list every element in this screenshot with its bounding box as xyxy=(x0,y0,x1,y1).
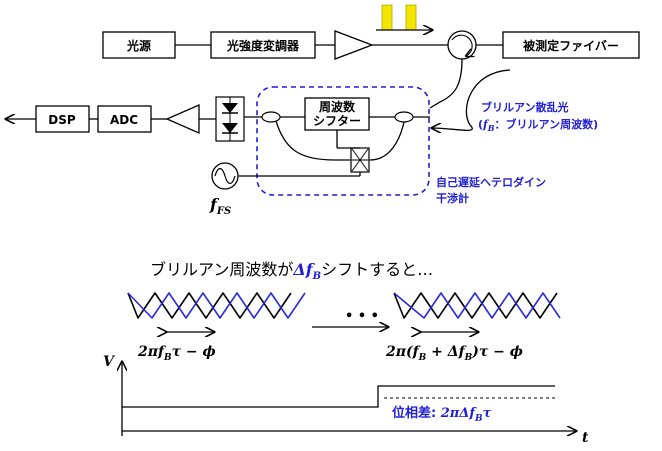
brillouin-arrow xyxy=(432,69,511,130)
waves-right xyxy=(393,292,561,319)
shift-heading: ブリルアン周波数がΔfBシフトすると… xyxy=(150,260,433,282)
svg-text:周波数: 周波数 xyxy=(319,99,356,114)
interferometer-label: 自己遅延ヘテロダイン xyxy=(436,175,546,189)
wave-left-reference xyxy=(127,292,292,319)
phase-left-label: 2πfBτ − ϕ xyxy=(137,344,216,363)
waves-left xyxy=(127,292,306,319)
light-source-label: 光源 xyxy=(126,38,151,53)
backscatter-path xyxy=(429,58,463,109)
fiber-under-test-block: 被測定ファイバー xyxy=(502,31,640,59)
t-axis-label: t xyxy=(582,430,589,446)
photodetector-icon xyxy=(215,96,245,142)
svg-text:ADC: ADC xyxy=(110,113,138,127)
ffs-label: fFS xyxy=(209,195,231,217)
svg-text:シフター: シフター xyxy=(313,114,361,128)
intensity-modulator-label: 光強度変調器 xyxy=(226,38,300,53)
wave-left-shifted xyxy=(127,292,306,319)
coupler-left-icon xyxy=(261,111,281,123)
circulator-icon xyxy=(447,30,477,60)
wave-right-reference xyxy=(393,292,558,319)
signal-generator-icon xyxy=(211,162,239,190)
brillouin-label: ブリルアン散乱光 xyxy=(481,100,569,114)
optical-amplifier-icon xyxy=(334,30,374,60)
interferometer-label-2: 干渉計 xyxy=(436,191,469,205)
wave-right-shifted xyxy=(393,292,561,319)
intensity-modulator-block: 光強度変調器 xyxy=(210,31,316,59)
frequency-shifter-block: 周波数 シフター xyxy=(304,97,370,131)
phase-diff-label: 位相差: 2πΔfBτ xyxy=(392,405,492,424)
delay-modulator-icon xyxy=(350,147,370,173)
phase-step-trace xyxy=(122,385,555,408)
dsp-block: DSP xyxy=(35,105,90,133)
electrical-amplifier-icon xyxy=(165,104,200,134)
fiber-under-test-label: 被測定ファイバー xyxy=(523,38,619,53)
delay-path-left xyxy=(275,120,350,161)
v-axis-label: V xyxy=(103,354,116,370)
coupler-right-icon xyxy=(394,111,414,123)
optical-pulses-icon xyxy=(376,4,432,30)
ellipsis-label: • • • xyxy=(345,309,379,324)
delay-path-right xyxy=(369,121,405,161)
interferometer-boundary xyxy=(256,86,430,196)
svg-text:DSP: DSP xyxy=(48,113,76,127)
brillouin-frequency-label: (fB：ブリルアン周波数) xyxy=(478,117,598,133)
light-source-block: 光源 xyxy=(102,31,176,59)
phase-right-label: 2π(fB + ΔfB)τ − ϕ xyxy=(385,344,523,363)
adc-block: ADC xyxy=(97,105,152,133)
